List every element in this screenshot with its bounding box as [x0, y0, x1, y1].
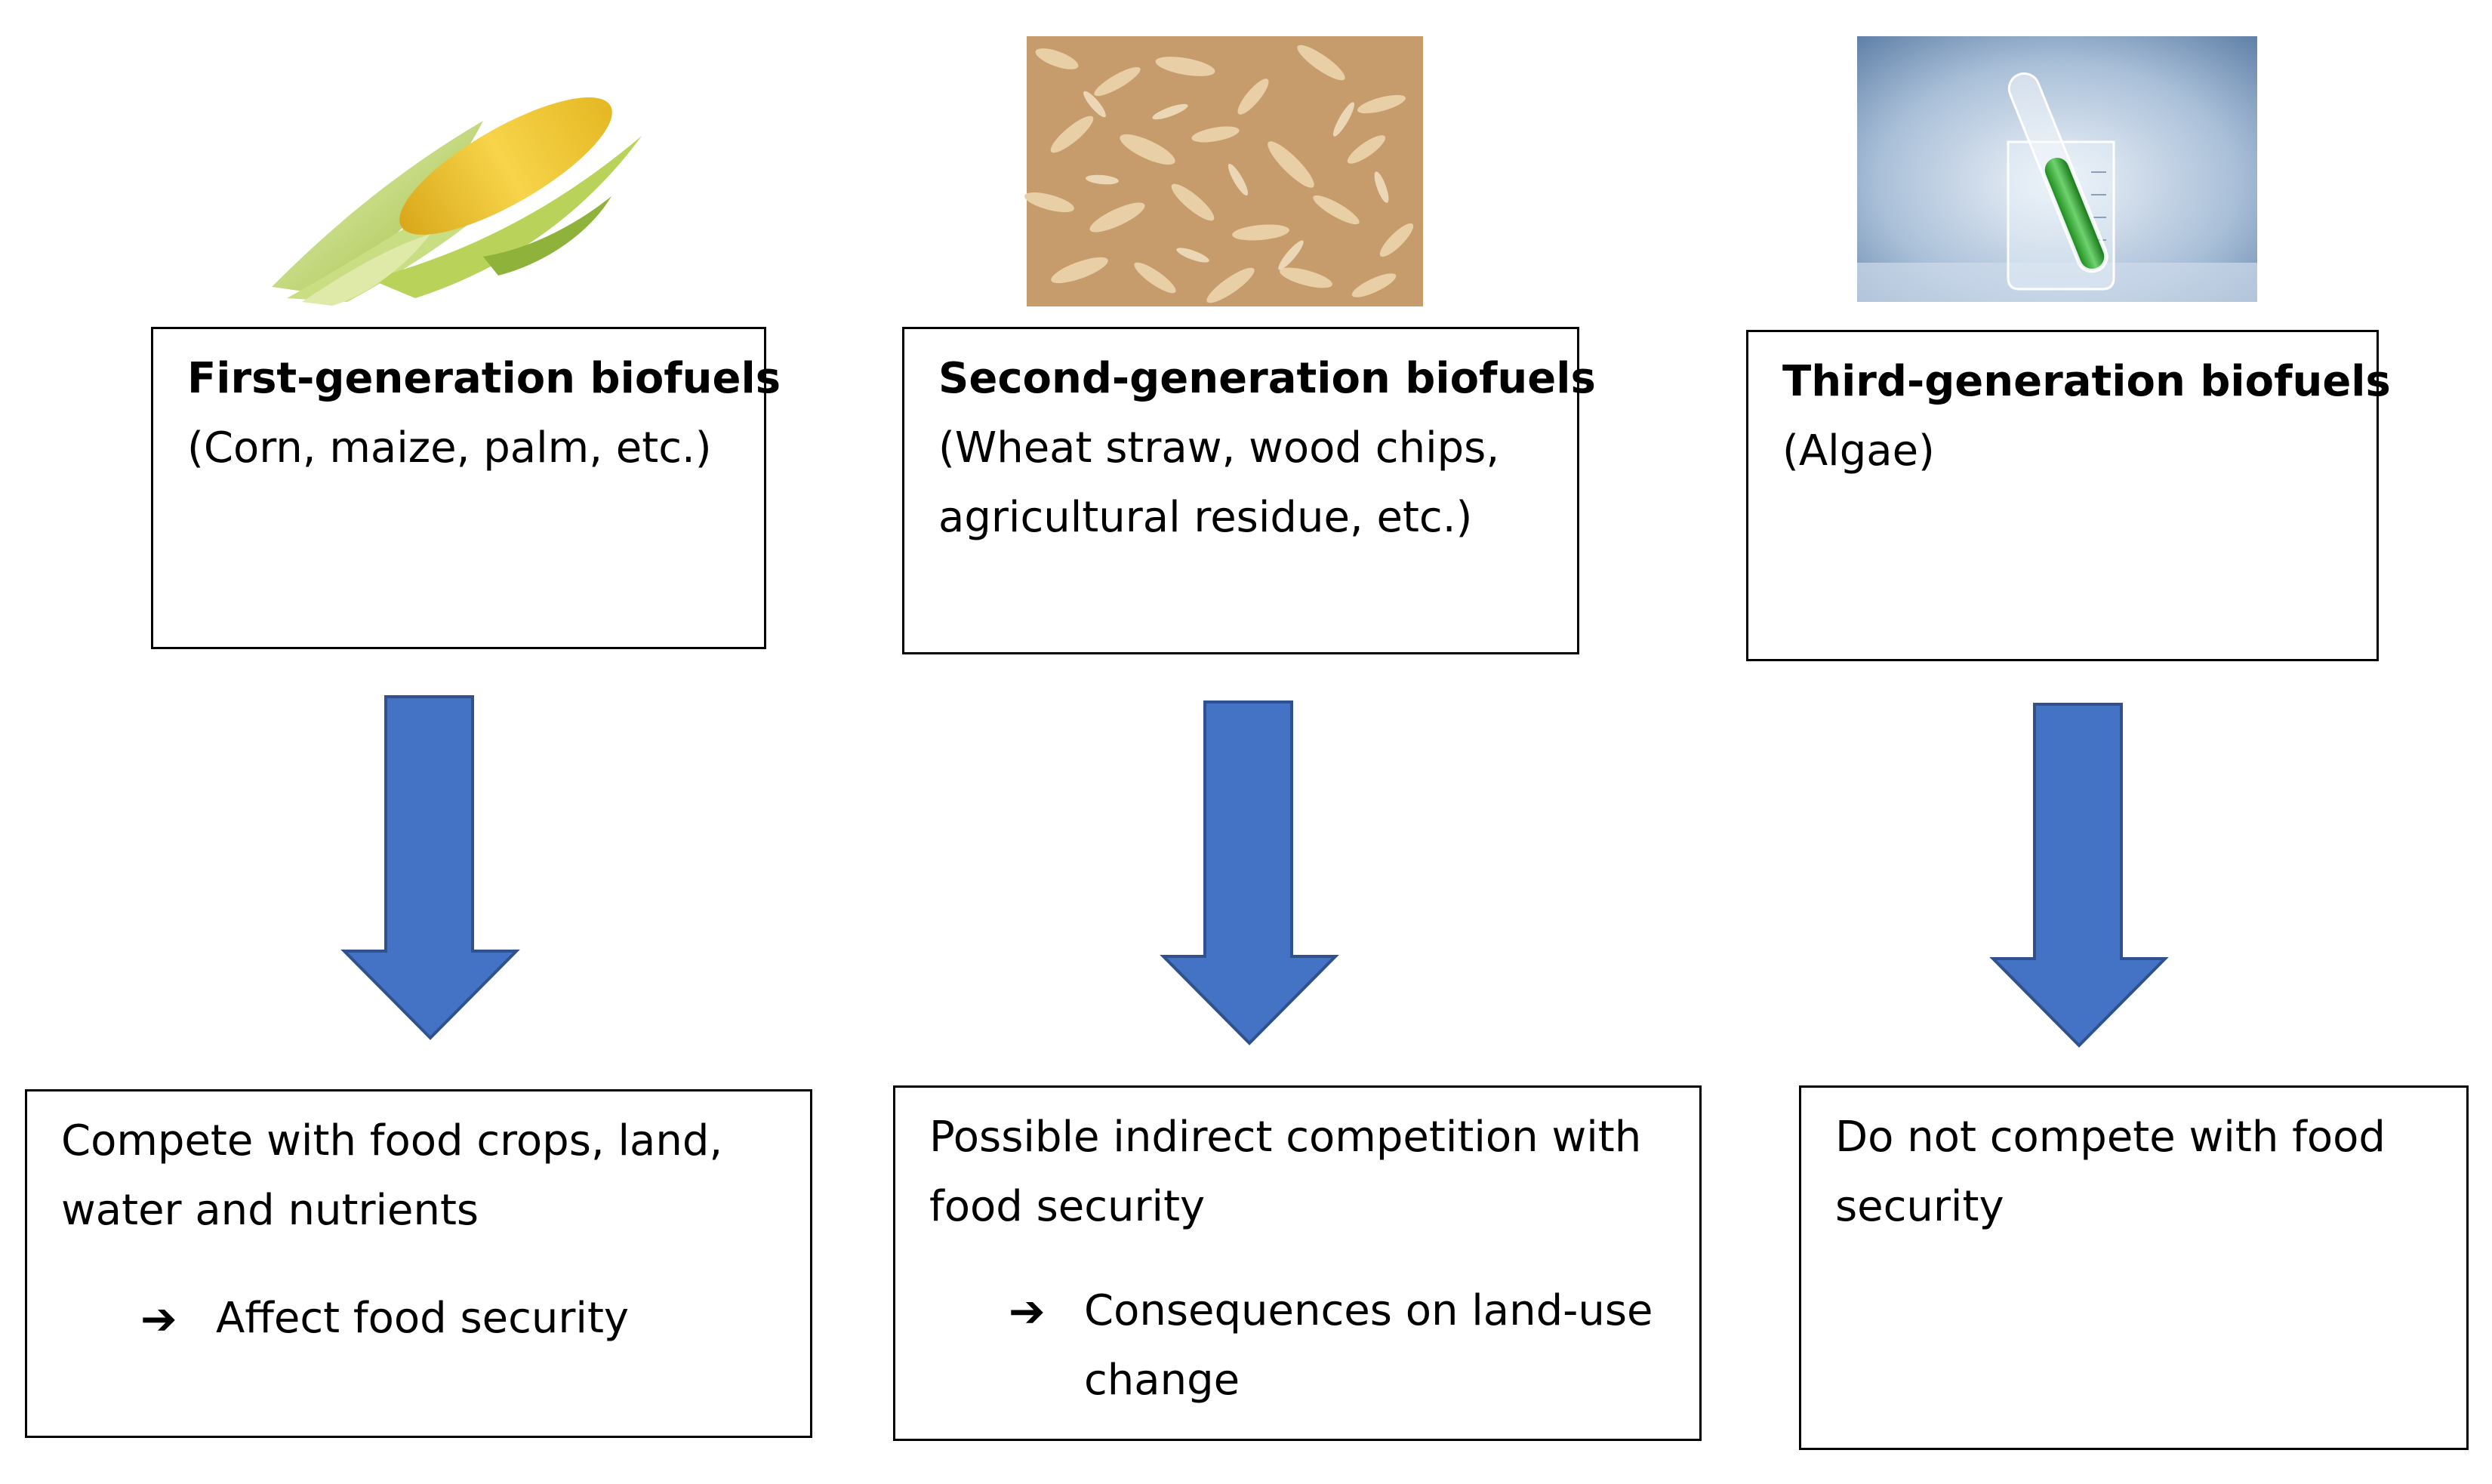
- first-generation-examples: (Corn, maize, palm, etc.): [187, 423, 712, 473]
- second-impact-text: Possible indirect competition with food …: [929, 1113, 1642, 1231]
- wood-chips-icon: [1024, 36, 1423, 306]
- down-arrow-first: [340, 695, 520, 1040]
- third-impact-box: Do not compete with food security: [1799, 1085, 2469, 1450]
- third-generation-box: Third-generation biofuels (Algae): [1746, 330, 2391, 661]
- first-impact-text: Compete with food crops, land, water and…: [61, 1116, 723, 1235]
- down-arrow-third: [1989, 703, 2169, 1048]
- third-impact-text: Do not compete with food security: [1835, 1113, 2386, 1231]
- second-generation-examples: (Wheat straw, wood chips, agricultural r…: [938, 423, 1500, 542]
- second-consequence-text: Consequences on land-use change: [1084, 1286, 1653, 1405]
- first-generation-box: First-generation biofuels (Corn, maize, …: [151, 327, 781, 649]
- first-impact-box: Compete with food crops, land, water and…: [25, 1089, 812, 1438]
- corn-cob-icon: [272, 97, 642, 306]
- second-generation-box: Second-generation biofuels (Wheat straw,…: [902, 327, 1596, 654]
- first-consequence-text: Affect food security: [216, 1294, 630, 1343]
- down-arrow-second: [1160, 700, 1339, 1045]
- second-impact-box: Possible indirect competition with food …: [893, 1085, 1702, 1441]
- third-generation-title: Third-generation biofuels: [1782, 357, 2391, 406]
- right-arrow-icon: ➔: [1009, 1285, 1046, 1337]
- first-generation-title: First-generation biofuels: [187, 354, 781, 403]
- third-generation-examples: (Algae): [1782, 426, 1935, 476]
- second-generation-title: Second-generation biofuels: [938, 354, 1596, 403]
- right-arrow-icon: ➔: [140, 1293, 177, 1344]
- algae-test-tube-icon: [1857, 36, 2257, 302]
